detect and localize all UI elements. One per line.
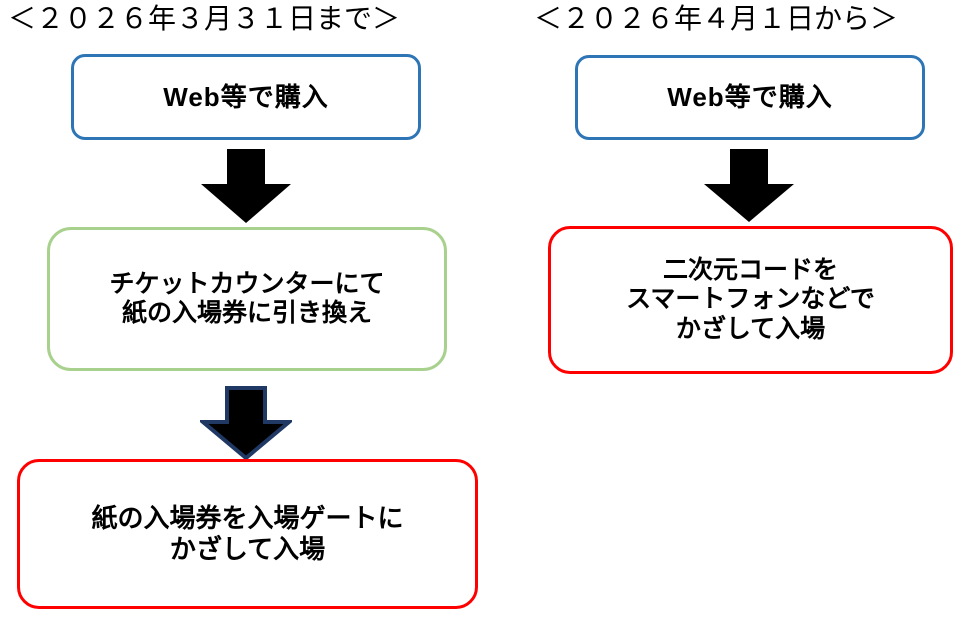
flow-column-before-2026-03-31: ＜２０２６年３月３１日まで＞ Web等で購入 チケットカウンターにて 紙の入場券…	[8, 4, 478, 609]
step-box-enter-with-paper-ticket: 紙の入場券を入場ゲートに かざして入場	[17, 459, 478, 609]
step-label-exchange-paper-ticket: チケットカウンターにて 紙の入場券に引き換え	[109, 269, 385, 328]
down-block-arrow-icon	[200, 386, 292, 461]
step-box-enter-with-qr-code: 二次元コードを スマートフォンなどで かざして入場	[548, 226, 953, 374]
column-header-left: ＜２０２６年３月３１日まで＞	[8, 4, 401, 35]
step-box-purchase-web-right: Web等で購入	[575, 55, 925, 140]
down-block-arrow-icon	[200, 149, 292, 224]
step-box-exchange-paper-ticket: チケットカウンターにて 紙の入場券に引き換え	[47, 227, 447, 371]
down-block-arrow-icon	[703, 149, 795, 223]
step-box-purchase-web-left: Web等で購入	[71, 54, 421, 140]
step-label-purchase-web-right: Web等で購入	[667, 82, 833, 113]
flow-column-from-2026-04-01: ＜２０２６年４月１日から＞ Web等で購入 二次元コードを スマートフォンなどで…	[500, 0, 960, 617]
step-label-enter-with-paper-ticket: 紙の入場券を入場ゲートに かざして入場	[91, 503, 404, 564]
step-label-purchase-web-left: Web等で購入	[163, 81, 329, 112]
step-label-enter-with-qr-code: 二次元コードを スマートフォンなどで かざして入場	[626, 255, 875, 343]
column-header-right: ＜２０２６年４月１日から＞	[534, 4, 899, 35]
